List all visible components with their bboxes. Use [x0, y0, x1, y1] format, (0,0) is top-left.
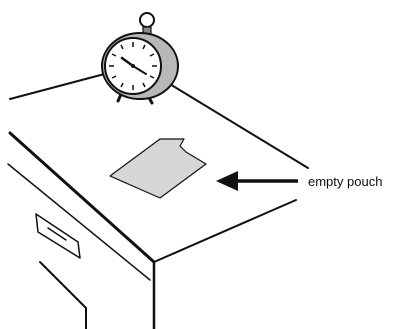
drawer-handle: [48, 228, 66, 240]
table-top-front-left-edge: [10, 133, 154, 262]
callout-label: empty pouch: [308, 174, 382, 189]
pouch-icon: [110, 139, 206, 198]
table-top-back-left-edge: [10, 72, 112, 99]
clock-center: [131, 64, 135, 68]
table-top-front-right-edge: [154, 200, 296, 262]
clock-top-ring: [140, 13, 154, 27]
table-drawer: [36, 214, 80, 258]
callout-arrow: [216, 171, 298, 191]
table-bottom-left-edge: [40, 262, 86, 308]
pouch-outline: [110, 139, 206, 198]
alarm-clock-icon: [102, 13, 178, 103]
table-illustration: [8, 72, 308, 329]
arrow-head: [216, 171, 238, 191]
